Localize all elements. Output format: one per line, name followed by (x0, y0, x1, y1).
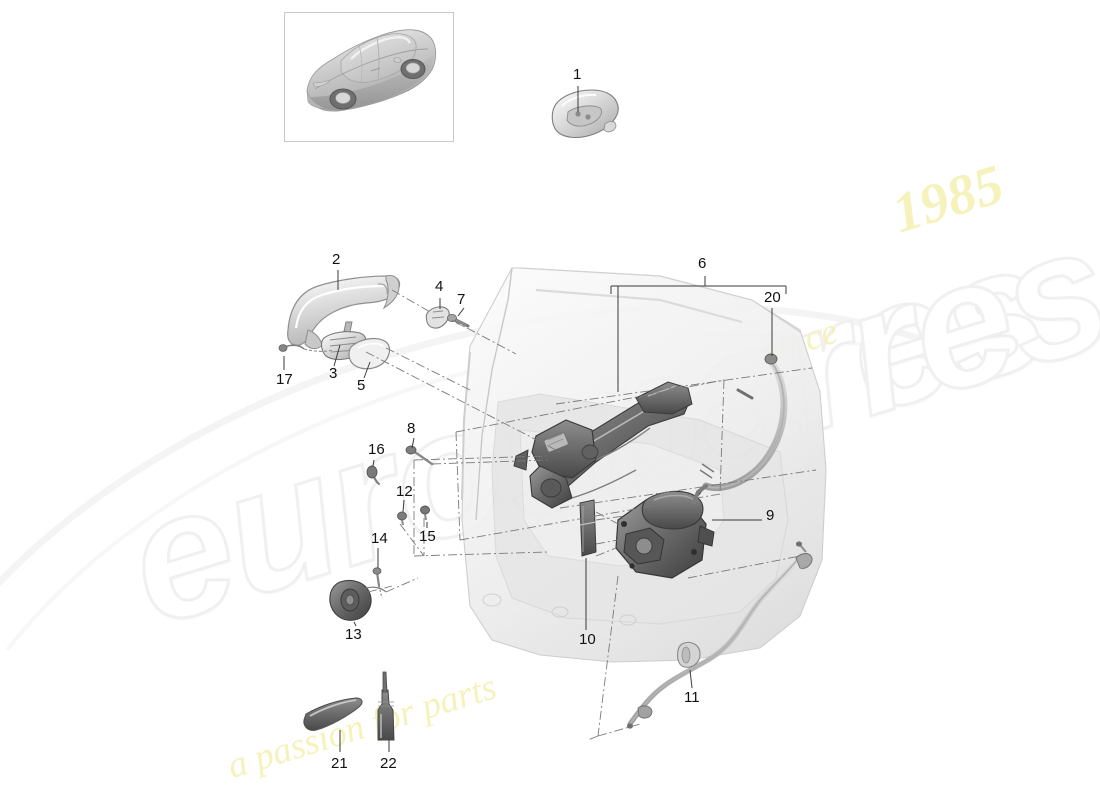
vehicle-thumbnail-box (284, 12, 454, 142)
fixing-bolt-small (372, 567, 383, 599)
nut (420, 505, 430, 521)
callout-label-14: 14 (371, 530, 388, 547)
watermark-brand-euro: euro (104, 361, 526, 665)
callout-label-9: 9 (766, 507, 775, 524)
callout-label-2: 2 (332, 251, 341, 268)
remote-control-key (551, 89, 619, 139)
window-regulator-with-motor (513, 381, 693, 509)
callout-label-17: 17 (276, 371, 293, 388)
bowden-cable-assembly (627, 541, 813, 729)
callout-label-13: 13 (345, 626, 362, 643)
door-handle-exterior (287, 275, 401, 350)
hexagon-head-bolt (405, 445, 434, 466)
retaining-pin (366, 465, 380, 485)
callout-label-16: 16 (368, 441, 385, 458)
lubricant-bottle (377, 671, 395, 741)
callout-label-3: 3 (329, 365, 338, 382)
callout-label-1: 1 (573, 66, 582, 83)
watermark-tagline-left: a passion for parts (222, 666, 502, 788)
callout-label-11: 11 (684, 689, 700, 706)
wiring-harness-cable (692, 353, 788, 504)
fixing-screw (447, 313, 470, 328)
watermark-tagline-since: since (757, 310, 843, 373)
callout-label-10: 10 (579, 631, 596, 648)
watermark-brand-res: res (819, 185, 1100, 455)
handle-cover-cap (348, 337, 391, 370)
watermark-swoosh-lower (0, 196, 1100, 800)
watermark-year: 1985 (885, 153, 1011, 246)
callout-label-15: 15 (419, 528, 436, 545)
door-lock-actuator (615, 490, 715, 579)
door-shell (461, 267, 827, 663)
handle-bracket (321, 321, 367, 361)
fixing-bolt (397, 511, 407, 526)
callout-label-7: 7 (457, 291, 466, 308)
assembly-axis-lines (365, 289, 817, 741)
handle-spring-clip (278, 344, 333, 352)
watermark-swoosh-upper (0, 163, 1100, 800)
callout-label-22: 22 (380, 755, 397, 772)
callout-label-12: 12 (396, 483, 413, 500)
cable-guide-roller (329, 579, 387, 621)
callout-label-4: 4 (435, 278, 444, 295)
callout-label-21: 21 (331, 755, 348, 772)
handle-clip (425, 306, 450, 329)
vehicle-illustration (306, 29, 437, 112)
assembly-wedge-tool (303, 697, 363, 731)
callout-label-8: 8 (407, 420, 416, 437)
sealing-strip (579, 499, 597, 557)
callout-label-5: 5 (357, 377, 366, 394)
callout-label-6: 6 (698, 255, 707, 272)
leader-lines (283, 86, 787, 752)
callout-label-20: 20 (764, 289, 781, 306)
